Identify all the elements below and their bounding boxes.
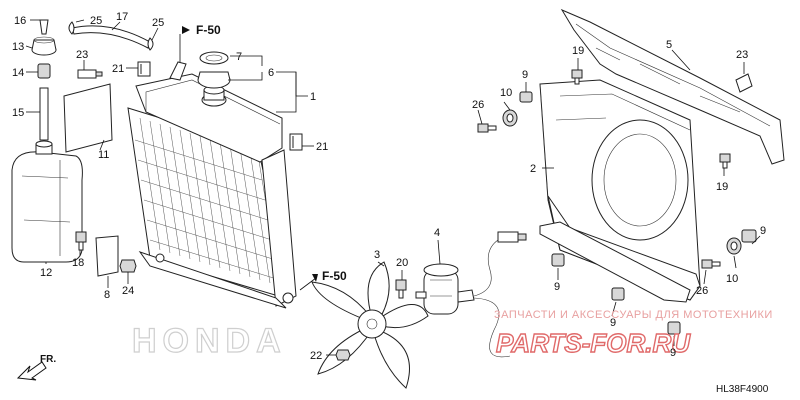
callout-10a: 10 [500, 87, 512, 99]
fan-motor [415, 263, 475, 315]
callout-9a: 9 [522, 69, 528, 81]
callout-25b: 25 [152, 17, 164, 29]
callout-26a: 26 [472, 99, 484, 111]
callout-7: 7 [236, 51, 242, 63]
callout-6: 6 [268, 67, 274, 79]
callout-26b: 26 [696, 285, 708, 297]
clip-21a [137, 61, 151, 77]
collar-9e [667, 321, 681, 335]
bolt-26a [477, 123, 497, 133]
svg-text:F-50: F-50 [196, 23, 221, 37]
radiator [127, 61, 297, 309]
bolt-26b [701, 259, 721, 269]
motor-wire [473, 239, 511, 358]
callout-3: 3 [374, 249, 380, 261]
callout-9e: 9 [670, 347, 676, 359]
stay [95, 235, 119, 277]
f50-ref-top: F-50 [179, 23, 221, 62]
callout-2: 2 [530, 163, 536, 175]
svg-text:F-50: F-50 [322, 269, 347, 283]
callout-10b: 10 [726, 273, 738, 285]
callout-12: 12 [40, 267, 52, 279]
f50-ref-bottom: F-50 [299, 269, 347, 291]
callout-5: 5 [666, 39, 672, 51]
hose-clamp-a [68, 21, 75, 35]
clip-21b [289, 133, 303, 151]
callout-17: 17 [116, 11, 128, 23]
clip-23b [735, 73, 753, 93]
callout-4: 4 [434, 227, 440, 239]
callout-9b: 9 [760, 225, 766, 237]
shroud-cover [560, 8, 785, 165]
callout-21a: 21 [112, 63, 124, 75]
grommet [37, 63, 51, 79]
callout-23a: 23 [76, 49, 88, 61]
fan-shroud [539, 79, 701, 303]
callout-8: 8 [104, 289, 110, 301]
grommet-10b [726, 237, 742, 255]
bolt-19b [719, 153, 731, 169]
callout-19a: 19 [572, 45, 584, 57]
bolt-19a [571, 69, 583, 85]
callout-16: 16 [14, 15, 26, 27]
callout-9c: 9 [554, 281, 560, 293]
diagram-code: HL38F4900 [716, 384, 769, 395]
collar-9a [519, 91, 533, 103]
svg-text:FR.: FR. [40, 354, 56, 365]
nut-22 [335, 349, 351, 361]
bolt-20 [395, 279, 407, 299]
hose-clip [39, 19, 49, 35]
motor-connector [497, 231, 527, 243]
honda-watermark: HONDA [132, 322, 287, 360]
radiator-cap [197, 51, 231, 89]
bolt-23a [77, 69, 103, 79]
callout-25a: 25 [90, 15, 102, 27]
overflow-tube [39, 87, 49, 141]
collar-9c [551, 253, 565, 267]
collar-9d [611, 287, 625, 301]
hose-clamp-b [147, 37, 154, 51]
tank-bracket [63, 83, 113, 153]
callout-1: 1 [310, 91, 316, 103]
collar-9b [741, 229, 757, 243]
callout-20: 20 [396, 257, 408, 269]
siphon-hose [71, 25, 151, 49]
callout-13: 13 [12, 41, 24, 53]
callout-11: 11 [98, 149, 109, 161]
bolt-18 [75, 231, 87, 251]
watermark-tagline: ЗАПЧАСТИ И АКСЕССУАРЫ ДЛЯ МОТОТЕХНИКИ [494, 309, 773, 321]
callout-18: 18 [72, 257, 84, 269]
nut-24 [119, 259, 137, 273]
callout-22: 22 [310, 350, 322, 362]
reserve-cap [31, 36, 57, 56]
callout-21b: 21 [316, 141, 328, 153]
callout-23b: 23 [736, 49, 748, 61]
grommet-10a [502, 109, 518, 127]
callout-24: 24 [122, 285, 134, 297]
reserve-tank [11, 140, 83, 263]
watermark-logo: PARTS-FOR.RU [496, 328, 691, 358]
callout-9d: 9 [610, 317, 616, 329]
part-labels: 16 25 17 25 13 23 21 7 6 1 14 15 11 21 1… [12, 11, 766, 362]
callout-19b: 19 [716, 181, 728, 193]
front-direction-arrow: FR. [16, 354, 56, 381]
callout-15: 15 [12, 107, 24, 119]
leader-lines [25, 19, 761, 356]
callout-14: 14 [12, 67, 24, 79]
